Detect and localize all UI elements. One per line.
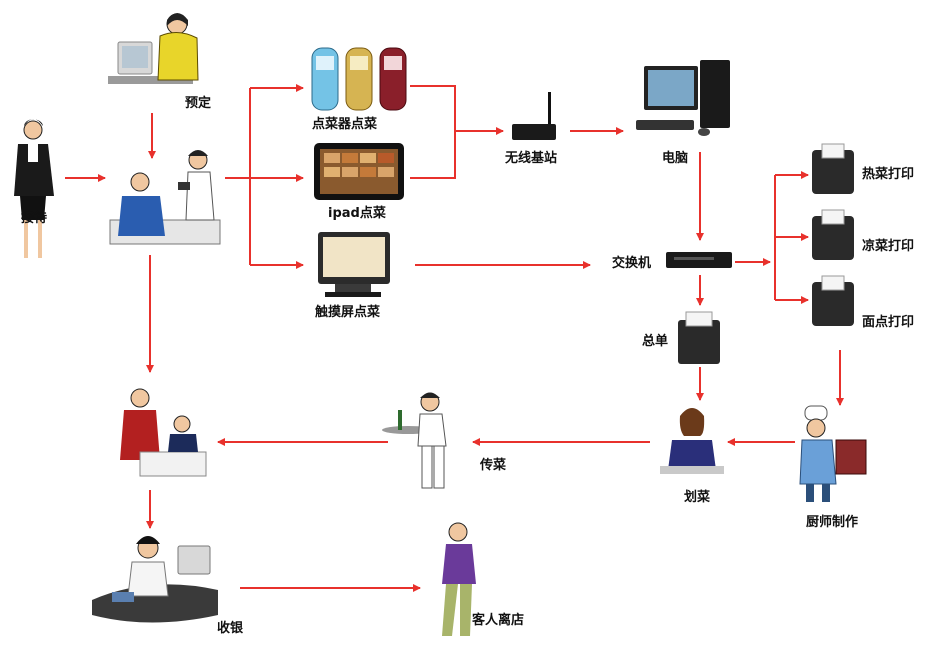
reservation-agent-illustration xyxy=(108,13,199,84)
dish-marking-staff-illustration xyxy=(660,408,724,474)
ipad-order-label: ipad点菜 xyxy=(328,206,386,221)
cold-dish-printer-illustration xyxy=(812,209,854,260)
ipad-illustration xyxy=(314,143,404,200)
order-device-label: 点菜器点菜 xyxy=(312,117,378,132)
pastry-print-label: 面点打印 xyxy=(862,315,915,330)
switch-label: 交换机 xyxy=(612,256,652,271)
cashier-label: 收银 xyxy=(217,621,244,636)
summary-label: 总单 xyxy=(642,334,669,349)
reception-label: 接待 xyxy=(21,211,48,226)
handheld-devices-illustration xyxy=(311,47,407,111)
pastry-printer-illustration xyxy=(812,275,854,326)
guest-leaving-illustration xyxy=(442,522,476,636)
touchscreen-pos-illustration xyxy=(318,232,390,297)
summary-printer-illustration xyxy=(678,311,720,364)
computer-illustration xyxy=(636,60,730,136)
cashier-illustration xyxy=(92,536,218,623)
wireless-base-label: 无线基站 xyxy=(505,151,558,166)
network-switch-illustration xyxy=(666,252,732,268)
wireless-router-illustration xyxy=(512,92,556,140)
serve-dish-label: 传菜 xyxy=(480,458,507,473)
computer-label: 电脑 xyxy=(662,151,689,166)
mark-dish-label: 划菜 xyxy=(684,490,711,505)
guest-leave-label: 客人离店 xyxy=(472,613,525,628)
connectors xyxy=(65,84,844,592)
chef-illustration xyxy=(799,405,867,502)
customer-dining-illustration xyxy=(120,388,207,477)
ordering-scene-illustration xyxy=(109,150,221,245)
chef-label: 厨师制作 xyxy=(806,515,859,530)
hot-print-label: 热菜打印 xyxy=(862,167,915,182)
hot-dish-printer-illustration xyxy=(812,143,854,194)
cold-print-label: 凉菜打印 xyxy=(862,239,915,254)
reservation-label: 预定 xyxy=(185,96,212,111)
arrow-devices-to-base xyxy=(410,85,456,179)
serving-waiter-illustration xyxy=(382,392,447,489)
touchscreen-order-label: 触摸屏点菜 xyxy=(315,305,381,320)
reception-hostess-illustration xyxy=(14,119,54,258)
